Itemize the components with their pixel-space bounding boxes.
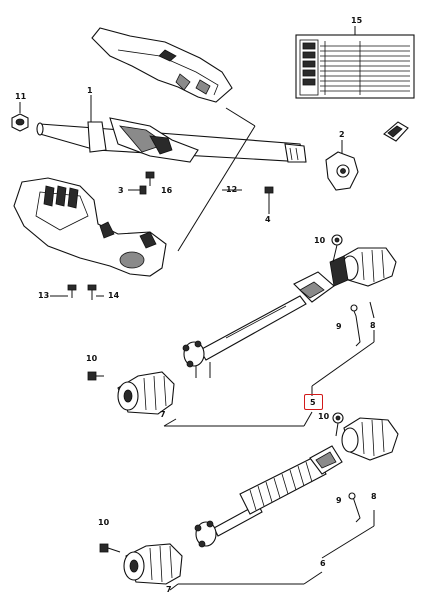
callout-12: 12 (226, 185, 238, 194)
intermediate-shaft-lower[interactable] (194, 445, 343, 548)
callout-7-lower: 7 (166, 585, 172, 594)
callout-9-upper: 9 (336, 322, 342, 331)
callout-8-lower: 8 (371, 492, 377, 501)
intermediate-shaft-upper[interactable] (182, 271, 335, 378)
callout-5-highlight (304, 394, 323, 410)
callout-13: 13 (38, 291, 50, 300)
bolt-14[interactable] (87, 284, 104, 300)
pinch-bolt-lower-2[interactable] (332, 412, 344, 437)
bolt-13[interactable] (50, 284, 77, 298)
universal-joint-lower-set-upper[interactable] (341, 417, 399, 461)
callout-11: 11 (15, 92, 27, 101)
callout-4: 4 (265, 215, 271, 224)
callout-10-bottom: 10 (98, 518, 110, 527)
pinch-bolt-lower-3[interactable] (99, 543, 121, 553)
pinch-bolt-lower-1[interactable] (87, 371, 104, 381)
universal-joint-upper[interactable] (329, 247, 397, 287)
bolt-3[interactable] (128, 185, 147, 195)
clip-part[interactable] (383, 121, 409, 142)
callout-10-upper: 10 (314, 236, 326, 245)
callout-7-upper: 7 (160, 410, 166, 419)
callout-15: 15 (351, 16, 363, 25)
bolt-4[interactable] (264, 186, 274, 206)
callout-1: 1 (87, 86, 93, 95)
warning-label-sheet[interactable] (295, 34, 415, 99)
bolt-16[interactable] (145, 171, 155, 186)
steering-column-tube[interactable] (36, 117, 307, 163)
callout-2: 2 (339, 130, 345, 139)
lower-column-cover[interactable] (13, 177, 167, 277)
universal-joint-lower-set-lower[interactable] (123, 543, 183, 585)
callout-6: 6 (320, 559, 326, 568)
callout-10-shaft: 10 (318, 412, 330, 421)
callout-8-upper: 8 (370, 321, 376, 330)
bracket-plate[interactable] (325, 151, 359, 191)
callout-3: 3 (118, 186, 124, 195)
callout-14: 14 (108, 291, 120, 300)
callout-9-lower: 9 (336, 496, 342, 505)
callout-10-lower: 10 (86, 354, 98, 363)
callout-5: 5 (310, 398, 316, 407)
callout-16: 16 (161, 186, 173, 195)
hex-nut[interactable] (11, 113, 29, 132)
pinch-bolt-upper[interactable] (331, 234, 343, 263)
upper-column-cover[interactable] (91, 27, 233, 103)
clip-9-lower[interactable] (348, 492, 361, 523)
universal-joint-lower-upper-set[interactable] (117, 371, 175, 415)
clip-9-upper[interactable] (350, 304, 361, 347)
